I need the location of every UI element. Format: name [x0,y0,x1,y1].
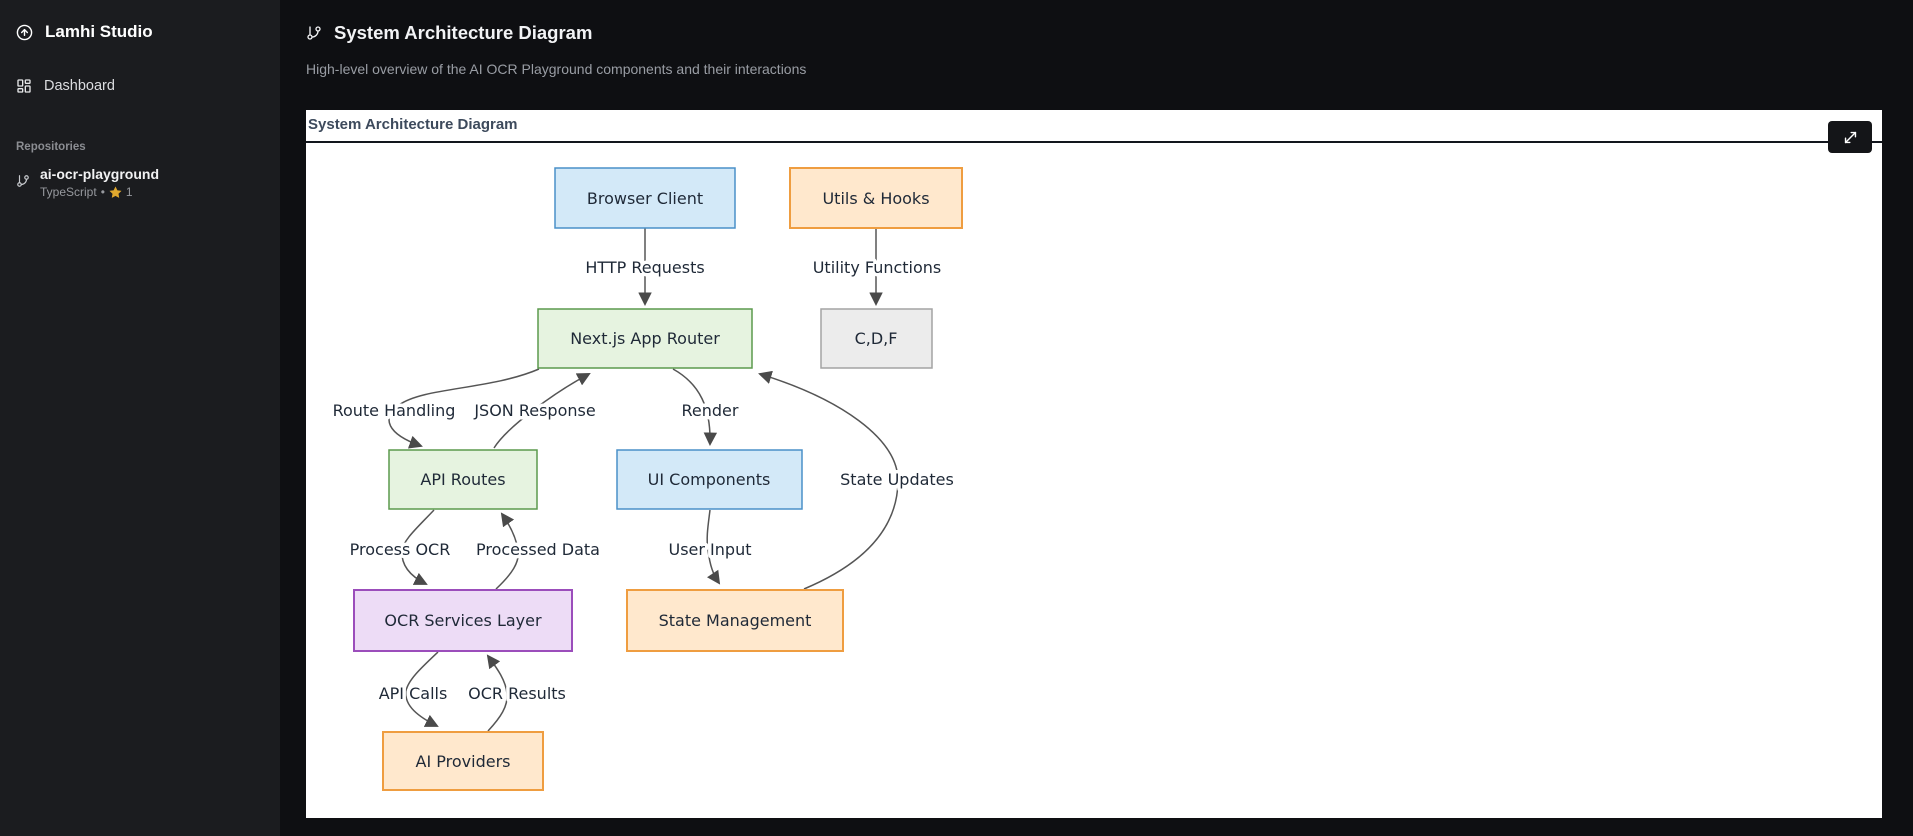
git-branch-icon [17,175,29,187]
repositories-section-label: Repositories [16,141,86,153]
edge-state-updates [758,370,899,590]
edge-label-process-ocr: Process OCR [350,540,451,559]
svg-text:AI Providers: AI Providers [416,752,511,771]
node-api-routes: API Routes [388,449,538,510]
edge-label-state-updates: State Updates [840,470,954,489]
git-branch-icon [307,26,321,40]
edge-label-route-handling: Route Handling [333,401,456,420]
sidebar: Lamhi Studio Dashboard Repositories ai-o… [0,0,280,836]
svg-text:State Management: State Management [659,611,812,630]
edge-label-ocr-results: OCR Results [468,684,566,703]
svg-text:UI Components: UI Components [648,470,771,489]
circle-arrow-up-icon [16,24,33,40]
repo-meta: TypeScript • 1 [40,185,159,199]
repo-star-count: 1 [125,185,133,199]
edge-label-processed-data: Processed Data [476,540,600,559]
dashboard-grid-icon [17,79,31,93]
edge-ocr-results [486,654,508,732]
sidebar-item-repo-ai-ocr-playground[interactable]: ai-ocr-playground TypeScript • 1 [16,166,264,199]
edge-processed-data [495,512,520,590]
edge-user-input [706,509,721,585]
node-state-management: State Management [626,589,844,652]
panel-title: System Architecture Diagram [308,116,518,133]
edge-label-user-input: User Input [669,540,752,559]
svg-text:OCR Services Layer: OCR Services Layer [384,611,542,630]
move-diagonal-expand-icon [1844,131,1856,143]
edge-label-render: Render [682,401,739,420]
edge-process-ocr [401,509,435,585]
sidebar-item-label: Dashboard [44,78,115,94]
edge-json-response [493,373,591,449]
page-subtitle: High-level overview of the AI OCR Playgr… [306,61,807,77]
svg-text:C,D,F: C,D,F [855,329,898,348]
edge-label-api-calls: API Calls [379,684,448,703]
edge-render [672,368,718,447]
page-title-row: System Architecture Diagram [306,22,806,44]
edge-route-handling [388,368,540,449]
expand-button[interactable] [1828,121,1872,153]
svg-text:Next.js App Router: Next.js App Router [570,329,720,348]
node-browser-client: Browser Client [554,167,736,229]
svg-text:Browser Client: Browser Client [587,189,703,208]
architecture-diagram: HTTP Requests Utility Functions Route Ha… [329,167,963,791]
edge-labels: HTTP Requests Utility Functions Route Ha… [329,255,957,707]
page-title: System Architecture Diagram [334,22,593,43]
panel-header: System Architecture Diagram [306,110,1882,153]
repo-meta-separator: • [100,185,105,199]
edge-api-calls [405,651,439,727]
page-header: System Architecture Diagram High-level o… [306,22,806,77]
brand[interactable]: Lamhi Studio [16,22,264,42]
edge-label-http-requests: HTTP Requests [585,258,704,277]
node-nextjs-app-router: Next.js App Router [537,308,753,369]
nodes: Browser Client Utils & Hooks Next.js App… [353,167,963,791]
diagram-panel: System Architecture Diagram [306,110,1882,818]
brand-name: Lamhi Studio [45,22,153,41]
repo-language: TypeScript [40,185,97,199]
svg-text:Utils & Hooks: Utils & Hooks [822,189,929,208]
node-cdf: C,D,F [820,308,933,369]
node-ui-components: UI Components [616,449,803,510]
svg-text:API Routes: API Routes [420,470,505,489]
edge-label-json-response: JSON Response [473,401,595,420]
repo-name: ai-ocr-playground [40,166,160,182]
node-ai-providers: AI Providers [382,731,544,791]
sidebar-item-dashboard[interactable]: Dashboard [16,78,264,94]
node-utils-hooks: Utils & Hooks [789,167,963,229]
main-content: System Architecture Diagram High-level o… [280,0,1913,836]
star-icon [109,185,122,198]
node-ocr-services-layer: OCR Services Layer [353,589,573,652]
edges [388,228,899,732]
repo-text: ai-ocr-playground TypeScript • 1 [40,166,159,199]
edge-label-utility-functions: Utility Functions [813,258,942,277]
